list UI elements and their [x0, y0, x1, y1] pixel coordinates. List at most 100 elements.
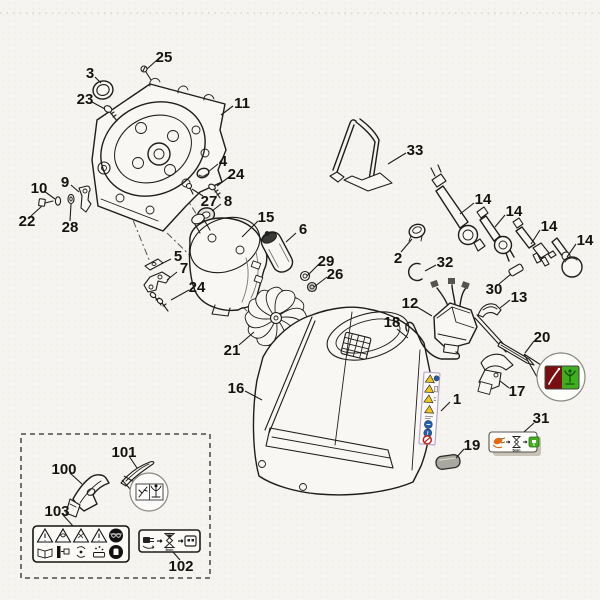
part-label-32: 32 — [437, 254, 454, 271]
arrow-right-icon — [523, 440, 528, 444]
unplug-before-service-icon — [57, 546, 70, 558]
part-label-6: 6 — [299, 221, 307, 238]
pin-30 — [508, 263, 524, 277]
blade-direction-label — [544, 365, 580, 390]
cable-14-c — [512, 217, 557, 267]
screw-24-upper — [208, 183, 221, 199]
material-label — [135, 483, 164, 501]
twig-branch-icon — [138, 486, 148, 498]
part-label-20: 20 — [534, 329, 551, 346]
part-label-29: 29 — [318, 253, 335, 270]
part-label-25: 25 — [156, 49, 173, 66]
blade-100 — [65, 474, 110, 518]
leader-lines — [30, 59, 577, 561]
washer-10 — [54, 196, 62, 206]
outlet-icon — [184, 535, 197, 547]
part-label-15: 15 — [258, 209, 275, 226]
part-label-11: 11 — [234, 95, 250, 112]
part-label-14d: 14 — [577, 232, 594, 249]
blade-101 — [120, 461, 155, 487]
part-label-7: 7 — [180, 260, 188, 277]
part-label-26: 26 — [327, 266, 344, 283]
cap-2 — [408, 223, 426, 242]
part-label-100: 100 — [51, 461, 76, 478]
screw-22 — [38, 198, 54, 207]
warning-triangle-icon — [423, 384, 435, 394]
part-label-21: 21 — [224, 342, 241, 359]
hard-material-blade-icon — [548, 368, 560, 385]
wire-frame-33 — [329, 118, 393, 192]
safety-sticker-31: 5min — [488, 431, 541, 456]
soft-material-plant-icon — [564, 369, 576, 385]
blade-direction-balloon — [523, 352, 586, 402]
part-label-23: 23 — [77, 91, 94, 108]
warning-triangle-icon — [423, 394, 434, 404]
part-label-33: 33 — [407, 142, 424, 159]
part-label-22: 22 — [19, 213, 36, 230]
part-label-24b: 24 — [189, 279, 206, 296]
cable-14-b — [476, 206, 515, 262]
eye-protection-badge-icon — [109, 528, 123, 543]
wire-18 — [405, 321, 461, 360]
safety-sticker-102: 5min — [138, 529, 201, 553]
screw-27 — [185, 182, 194, 195]
arrow-right-icon — [178, 539, 184, 543]
arrow-right-icon — [157, 539, 163, 543]
kit-box — [20, 433, 211, 579]
rotating-blades-icon — [76, 546, 86, 558]
safety-sticker-103 — [32, 525, 130, 563]
part-label-4: 4 — [219, 153, 228, 170]
part-label-31: 31 — [533, 410, 550, 427]
unplug-icon — [492, 437, 506, 449]
keep-bystanders-away-icon — [93, 546, 105, 558]
part-label-28: 28 — [62, 219, 79, 236]
part-label-19: 19 — [464, 437, 481, 454]
part-label-18: 18 — [384, 314, 401, 331]
screw-23 — [103, 105, 118, 122]
soft-plant-icon — [150, 484, 162, 498]
plug-4 — [196, 167, 210, 179]
part-label-10: 10 — [31, 180, 48, 197]
part-label-14a: 14 — [475, 191, 492, 208]
part-label-8: 8 — [224, 193, 232, 210]
part-label-14b: 14 — [506, 203, 523, 220]
part-number-labels: 25 3 23 11 4 24 27 8 10 9 22 28 15 6 29 … — [19, 49, 594, 575]
mandatory-circle-icon — [433, 375, 440, 382]
part-label-30: 30 — [486, 281, 503, 298]
nut-26 — [306, 281, 318, 293]
part-label-103: 103 — [44, 503, 69, 520]
read-manual-icon — [37, 548, 53, 559]
capacitor-6 — [260, 231, 294, 273]
screws-24-lower — [149, 291, 169, 312]
part-label-24a: 24 — [228, 166, 245, 183]
screw-25 — [140, 65, 152, 81]
part-label-102: 102 — [168, 558, 193, 575]
switch-12 — [430, 278, 509, 355]
plate-5 — [144, 258, 164, 271]
bracket-7 — [143, 271, 171, 293]
part-label-13: 13 — [511, 289, 528, 306]
cable-14-a — [430, 164, 486, 252]
part-label-5: 5 — [174, 248, 182, 265]
funnel-housing-16 — [252, 306, 433, 496]
part-label-16: 16 — [228, 380, 245, 397]
motor-15 — [188, 213, 268, 317]
part-label-12: 12 — [402, 295, 419, 312]
warning-triangle-icon — [424, 374, 435, 384]
hourglass-icon: 5min — [163, 532, 176, 552]
sealing-ring-3 — [92, 80, 114, 100]
cap-19 — [435, 454, 461, 470]
clip-32 — [407, 262, 423, 282]
part-label-3: 3 — [86, 65, 94, 82]
unplug-icon — [142, 537, 155, 549]
part-label-1: 1 — [453, 391, 461, 408]
part-label-14c: 14 — [541, 218, 558, 235]
blade-20 — [497, 341, 535, 366]
connect-icon — [528, 436, 540, 448]
wear-gloves-badge-icon — [109, 545, 123, 559]
rotor-17 — [477, 353, 514, 395]
safety-sticker-strip-1 — [418, 371, 441, 446]
part-label-27: 27 — [201, 193, 218, 210]
